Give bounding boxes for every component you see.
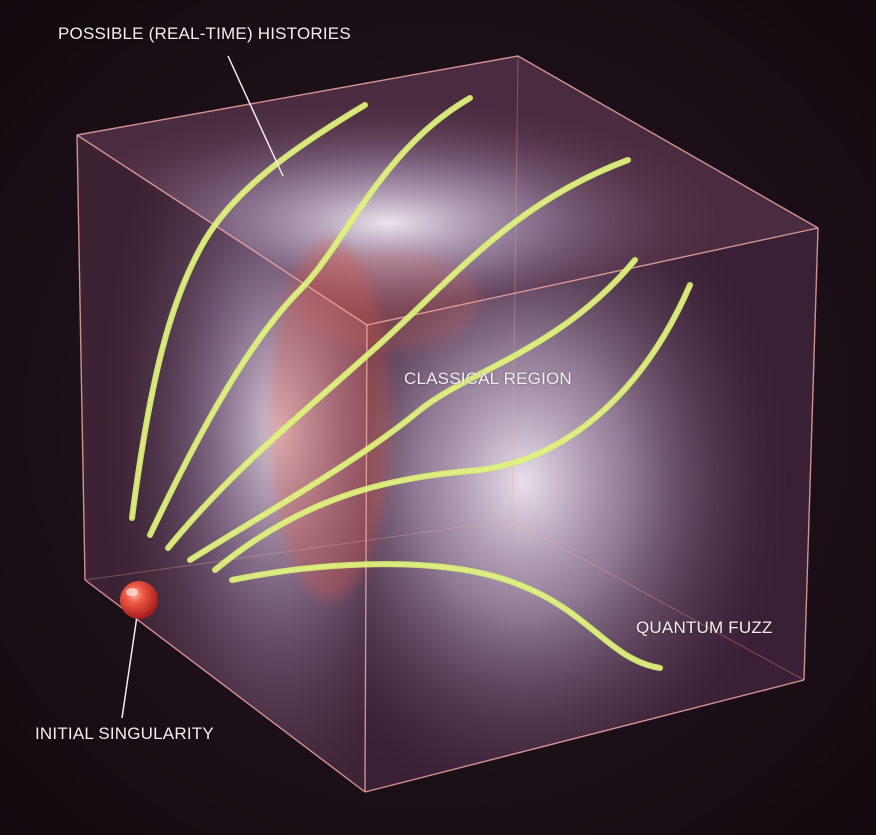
histories-label: POSSIBLE (REAL-TIME) HISTORIES	[58, 24, 351, 44]
initial-singularity-label: INITIAL SINGULARITY	[35, 724, 214, 744]
quantum-fuzz-label: QUANTUM FUZZ	[636, 618, 773, 638]
classical-region-label: CLASSICAL REGION	[404, 369, 572, 389]
initial-singularity-ball	[120, 581, 158, 619]
